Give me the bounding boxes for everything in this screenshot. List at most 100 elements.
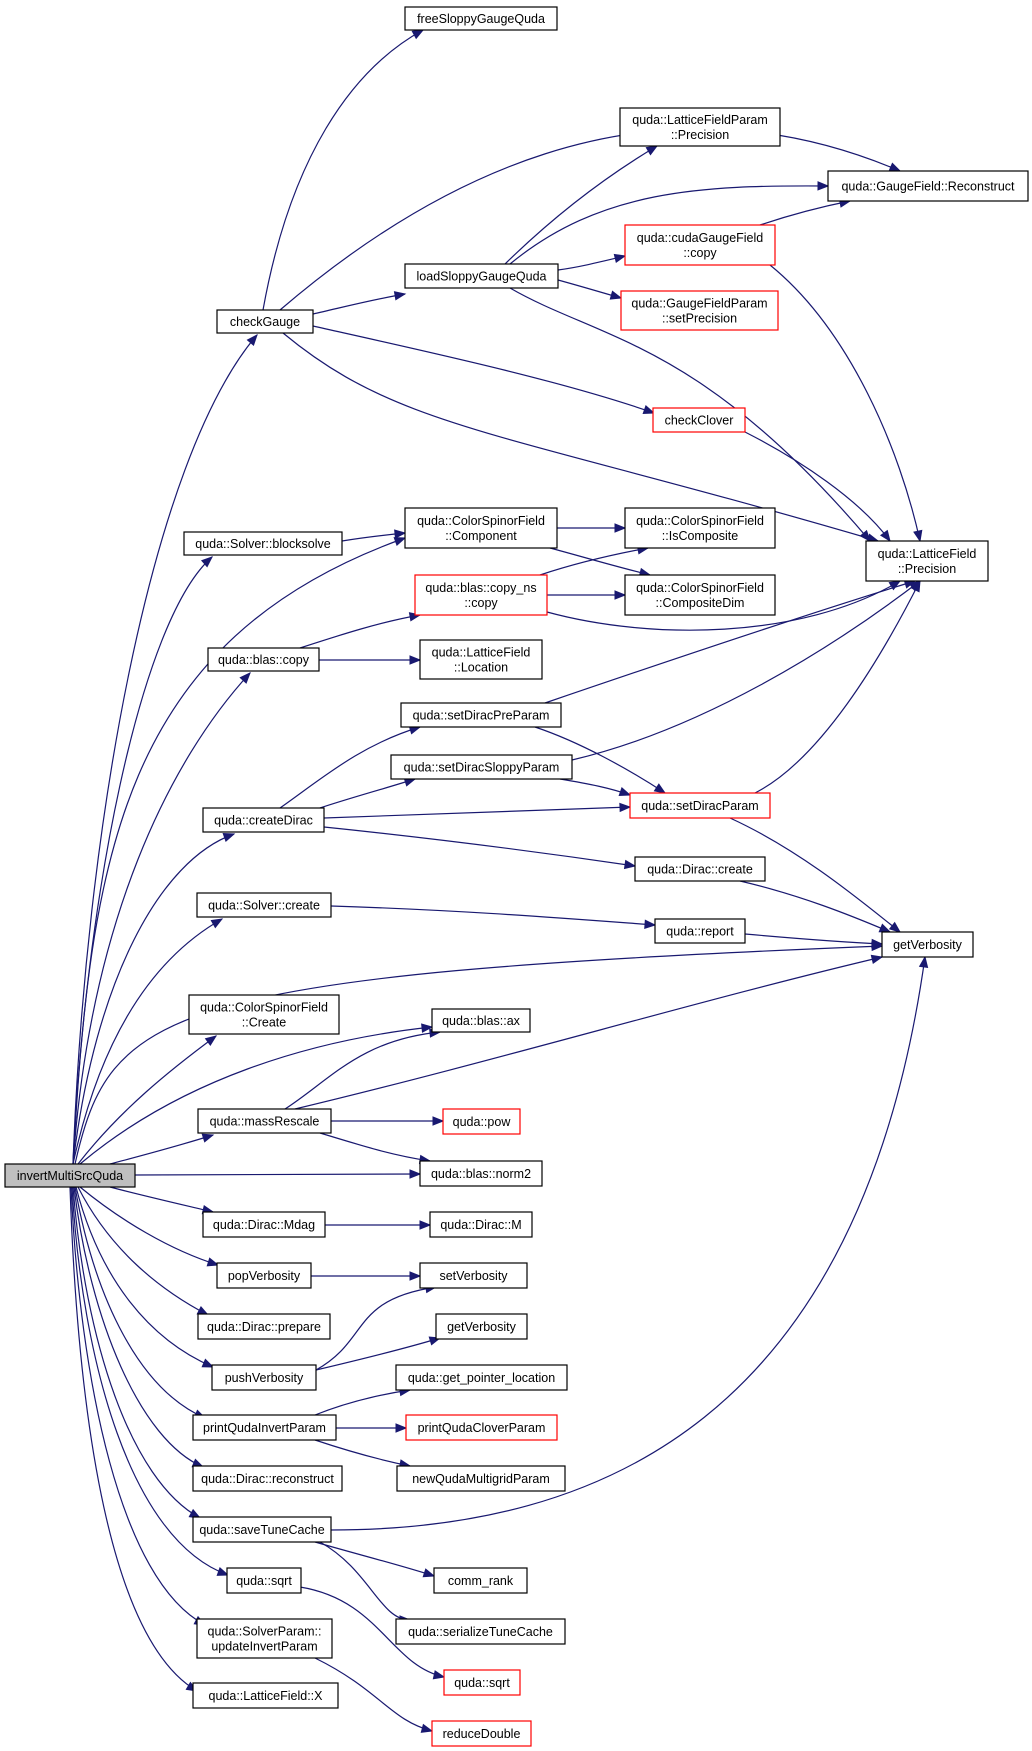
node-box[interactable] <box>414 574 548 616</box>
node-getPointerLocation[interactable]: quda::get_pointer_location <box>395 1364 568 1391</box>
node-box[interactable] <box>405 1414 558 1441</box>
node-box[interactable] <box>216 1262 312 1289</box>
node-box[interactable] <box>192 1465 343 1492</box>
node-GaugeFieldParamSetPrecision[interactable]: quda::GaugeFieldParam::setPrecision <box>620 290 779 331</box>
node-box[interactable] <box>419 1262 528 1289</box>
node-serializeTuneCache[interactable]: quda::serializeTuneCache <box>395 1618 566 1645</box>
node-freeSloppyGaugeQuda[interactable]: freeSloppyGaugeQuda <box>404 6 558 31</box>
node-massRescale[interactable]: quda::massRescale <box>197 1108 332 1134</box>
node-checkGauge[interactable]: checkGauge <box>216 309 314 334</box>
node-box[interactable] <box>396 1465 566 1492</box>
node-box[interactable] <box>196 1618 333 1659</box>
node-box[interactable] <box>202 1211 326 1238</box>
node-report[interactable]: quda::report <box>654 918 746 944</box>
node-box[interactable] <box>400 702 562 728</box>
node-box[interactable] <box>404 263 559 289</box>
node-box[interactable] <box>202 807 325 833</box>
node-pushVerbosity[interactable]: pushVerbosity <box>211 1364 317 1391</box>
node-checkClover[interactable]: checkClover <box>652 407 746 433</box>
node-DiracPrepare[interactable]: quda::Dirac::prepare <box>197 1313 331 1340</box>
node-box[interactable] <box>443 1669 521 1696</box>
node-ColorSpinorFieldCompositeDim[interactable]: quda::ColorSpinorField::CompositeDim <box>624 574 776 616</box>
node-box[interactable] <box>654 918 746 944</box>
node-box[interactable] <box>419 1160 543 1187</box>
node-box[interactable] <box>226 1567 302 1594</box>
node-box[interactable] <box>192 1516 332 1543</box>
node-invertMultiSrcQuda[interactable]: invertMultiSrcQuda <box>4 1163 136 1188</box>
node-DiracCreate[interactable]: quda::Dirac::create <box>634 856 766 882</box>
node-box[interactable] <box>624 574 776 616</box>
node-SolverBlocksolve[interactable]: quda::Solver::blocksolve <box>183 531 343 556</box>
node-GaugeFieldReconstruct[interactable]: quda::GaugeField::Reconstruct <box>827 170 1029 202</box>
node-box[interactable] <box>197 1313 331 1340</box>
node-box[interactable] <box>433 1567 528 1594</box>
node-box[interactable] <box>620 290 779 331</box>
node-sqrt1[interactable]: quda::sqrt <box>226 1567 302 1594</box>
node-box[interactable] <box>865 540 989 582</box>
node-LatticeFieldPrecision[interactable]: quda::LatticeField::Precision <box>865 540 989 582</box>
node-box[interactable] <box>634 856 766 882</box>
node-getVerbosity2[interactable]: getVerbosity <box>435 1313 528 1340</box>
node-reduceDouble[interactable]: reduceDouble <box>431 1720 532 1747</box>
node-LatticeFieldX[interactable]: quda::LatticeField::X <box>192 1682 339 1709</box>
node-box[interactable] <box>629 792 771 819</box>
node-box[interactable] <box>827 170 1029 202</box>
node-newQudaMultigridParam[interactable]: newQudaMultigridParam <box>396 1465 566 1492</box>
node-blasAx[interactable]: quda::blas::ax <box>431 1008 531 1033</box>
node-blasNorm2[interactable]: quda::blas::norm2 <box>419 1160 543 1187</box>
node-ColorSpinorFieldIsComposite[interactable]: quda::ColorSpinorField::IsComposite <box>624 507 776 549</box>
node-DiracReconstruct[interactable]: quda::Dirac::reconstruct <box>192 1465 343 1492</box>
node-DiracM[interactable]: quda::Dirac::M <box>429 1211 533 1238</box>
node-createDirac[interactable]: quda::createDirac <box>202 807 325 833</box>
node-box[interactable] <box>431 1008 531 1033</box>
node-box[interactable] <box>4 1163 136 1188</box>
node-saveTuneCache[interactable]: quda::saveTuneCache <box>192 1516 332 1543</box>
node-box[interactable] <box>188 994 340 1035</box>
node-box[interactable] <box>652 407 746 433</box>
node-box[interactable] <box>395 1618 566 1645</box>
node-box[interactable] <box>395 1364 568 1391</box>
node-blasCopyNs[interactable]: quda::blas::copy_ns::copy <box>414 574 548 616</box>
node-box[interactable] <box>404 6 558 31</box>
node-LatticeFieldLocation[interactable]: quda::LatticeField::Location <box>419 639 543 680</box>
node-setVerbosity[interactable]: setVerbosity <box>419 1262 528 1289</box>
node-setDiracParam[interactable]: quda::setDiracParam <box>629 792 771 819</box>
node-SolverCreate[interactable]: quda::Solver::create <box>196 892 332 918</box>
node-box[interactable] <box>192 1414 337 1441</box>
node-box[interactable] <box>196 892 332 918</box>
node-ColorSpinorFieldCreate[interactable]: quda::ColorSpinorField::Create <box>188 994 340 1035</box>
node-box[interactable] <box>624 507 776 549</box>
node-loadSloppyGaugeQuda[interactable]: loadSloppyGaugeQuda <box>404 263 559 289</box>
node-box[interactable] <box>183 531 343 556</box>
node-pow[interactable]: quda::pow <box>442 1108 521 1135</box>
node-popVerbosity[interactable]: popVerbosity <box>216 1262 312 1289</box>
node-box[interactable] <box>192 1682 339 1709</box>
node-blasCopy[interactable]: quda::blas::copy <box>207 647 320 672</box>
node-commRank[interactable]: comm_rank <box>433 1567 528 1594</box>
node-printQudaInvertParam[interactable]: printQudaInvertParam <box>192 1414 337 1441</box>
node-box[interactable] <box>619 107 781 147</box>
node-box[interactable] <box>435 1313 528 1340</box>
node-box[interactable] <box>207 647 320 672</box>
node-box[interactable] <box>216 309 314 334</box>
node-cudaGaugeFieldCopy[interactable]: quda::cudaGaugeField::copy <box>624 224 776 266</box>
node-box[interactable] <box>211 1364 317 1391</box>
node-printQudaCloverParam[interactable]: printQudaCloverParam <box>405 1414 558 1441</box>
node-box[interactable] <box>624 224 776 266</box>
node-box[interactable] <box>431 1720 532 1747</box>
node-box[interactable] <box>419 639 543 680</box>
node-box[interactable] <box>197 1108 332 1134</box>
node-sqrt2[interactable]: quda::sqrt <box>443 1669 521 1696</box>
node-setDiracSloppyParam[interactable]: quda::setDiracSloppyParam <box>390 754 573 780</box>
node-setDiracPreParam[interactable]: quda::setDiracPreParam <box>400 702 562 728</box>
node-LatticeFieldParamPrecision[interactable]: quda::LatticeFieldParam::Precision <box>619 107 781 147</box>
node-box[interactable] <box>442 1108 521 1135</box>
node-SolverParamUpdate[interactable]: quda::SolverParam::updateInvertParam <box>196 1618 333 1659</box>
node-ColorSpinorFieldComponent[interactable]: quda::ColorSpinorField::Component <box>404 507 558 549</box>
node-box[interactable] <box>881 931 974 958</box>
node-DiracMdag[interactable]: quda::Dirac::Mdag <box>202 1211 326 1238</box>
node-box[interactable] <box>404 507 558 549</box>
node-box[interactable] <box>429 1211 533 1238</box>
node-getVerbosity1[interactable]: getVerbosity <box>881 931 974 958</box>
node-box[interactable] <box>390 754 573 780</box>
